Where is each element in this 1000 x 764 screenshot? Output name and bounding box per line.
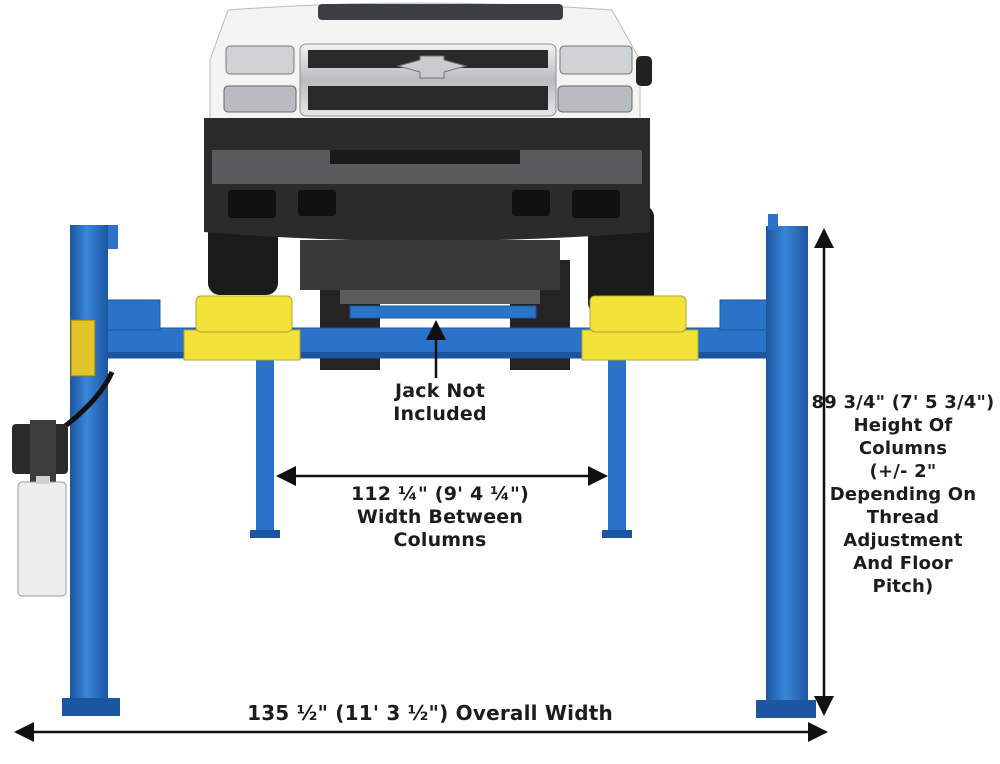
left-wheel-pad [183,329,301,361]
height-label-line: 89 3/4" (7' 5 3/4") [811,392,995,413]
jack-label-line: Jack Not [394,380,486,402]
rear-left-post [256,360,274,536]
front-left-post [70,225,108,703]
safety-lock-decal [70,319,96,377]
column-height-label: 89 3/4" (7' 5 3/4") Height Of Columns (+… [808,391,998,598]
windshield [318,4,563,20]
right-wheel-pad [581,329,699,361]
power-unit [12,420,68,597]
height-label-line: Adjustment [843,530,963,551]
height-label-line: Height Of [853,415,953,436]
four-post-lift [12,214,816,718]
height-label-line: Pitch) [872,576,934,597]
rear-right-post [608,360,626,536]
fluid-reservoir [17,481,67,597]
width-label-line: Width Between [356,506,524,528]
left-headlight [225,45,295,75]
overall-width-label: 135 ½" (11' 3 ½") Overall Width [200,702,660,725]
jack-label-line: Included [393,403,487,425]
height-label-line: Depending On [829,484,977,505]
front-right-post [766,226,808,704]
height-label-line: Columns [858,438,948,459]
height-label-line: And Floor [853,553,953,574]
height-label-line: Thread [866,507,940,528]
width-label-line: Columns [393,529,487,551]
width-label-line: 112 ¼" (9' 4 ¼") [350,483,530,505]
width-between-columns-label: 112 ¼" (9' 4 ¼") Width Between Columns [300,483,580,552]
chevrolet-emblem [396,55,468,79]
jack-not-included-label: Jack Not Included [370,380,510,426]
right-headlight [559,45,633,75]
overall-label-line: 135 ½" (11' 3 ½") Overall Width [247,701,613,725]
height-label-line: (+/- 2" [869,461,937,482]
